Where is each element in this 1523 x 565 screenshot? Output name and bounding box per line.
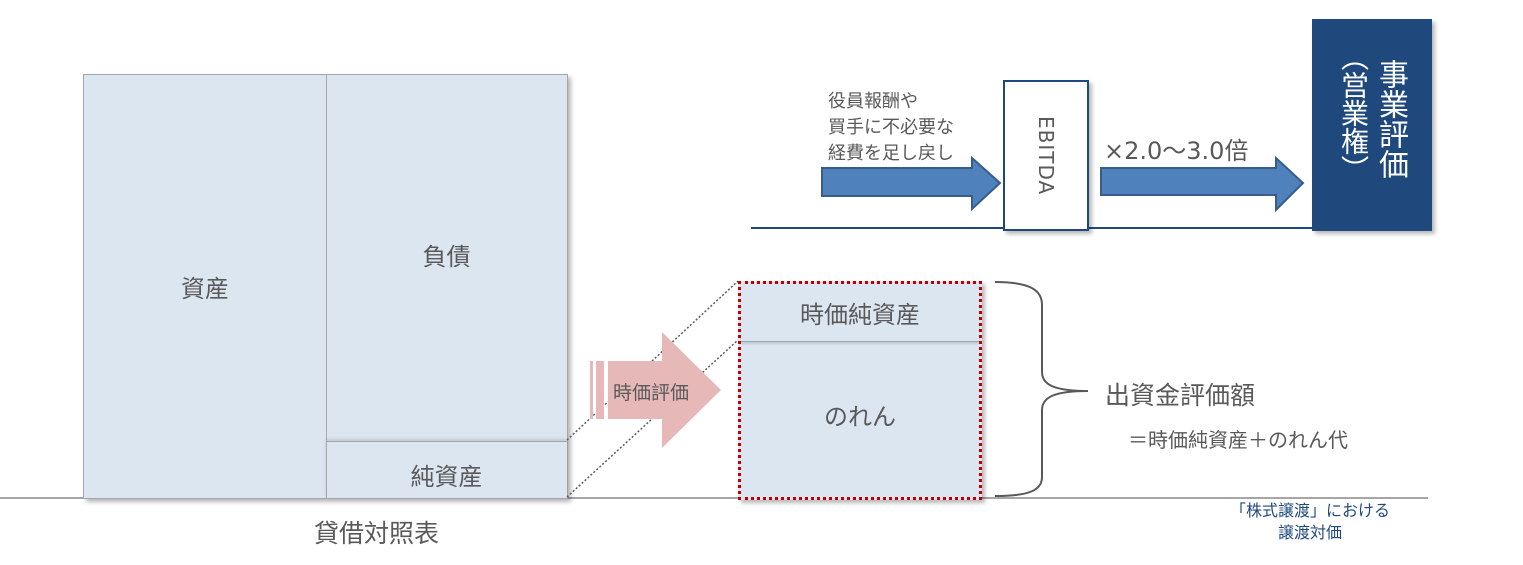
adjustment-text: 役員報酬や 買手に不必要な 経費を足し戻し — [828, 89, 954, 167]
net-assets-block: 純資産 — [326, 441, 567, 499]
balance-sheet: 資産 負債 純資産 — [83, 74, 568, 499]
business-value-box: 事業評価 （営業権） — [1312, 19, 1432, 231]
bottom-baseline — [0, 497, 1428, 499]
assets-block: 資産 — [84, 75, 327, 498]
adjustment-line-2: 買手に不必要な — [828, 117, 954, 138]
goodwill-label: のれん — [824, 403, 896, 431]
valuation-box: 時価純資産 のれん — [738, 281, 982, 500]
revaluation-arrow-icon — [590, 332, 721, 448]
market-net-assets-block: 時価純資産 — [741, 284, 979, 342]
share-transfer-note-line1: 「株式譲渡」における — [1229, 501, 1390, 520]
assets-label: 資産 — [181, 275, 229, 303]
market-net-assets-label: 時価純資産 — [800, 301, 920, 329]
adjustment-line-1: 役員報酬や — [828, 91, 918, 112]
share-transfer-note: 「株式譲渡」における 譲渡対価 — [1205, 500, 1415, 544]
multiple-label: ×2.0〜3.0倍 — [1104, 137, 1249, 165]
right-brace-icon — [994, 281, 1089, 497]
liabilities-block: 負債 — [326, 75, 567, 441]
connector-line-top — [566, 280, 739, 441]
multiple-arrow-icon — [1100, 155, 1305, 213]
adjustment-arrow-icon — [821, 155, 1002, 212]
equity-value-formula: ＝時価純資産＋のれん代 — [1128, 428, 1348, 452]
ebitda-box: EBITDA — [1003, 80, 1089, 231]
business-value-label: 事業評価 — [1373, 59, 1408, 179]
net-assets-label: 純資産 — [410, 463, 483, 491]
ebitda-label-wrap: EBITDA — [1005, 82, 1087, 229]
goodwill-right-label: （営業権） — [1337, 43, 1370, 183]
revaluation-arrow-label: 時価評価 — [613, 382, 690, 404]
share-transfer-note-line2: 譲渡対価 — [1277, 523, 1342, 542]
adjustment-line-3: 経費を足し戻し — [828, 143, 954, 164]
ebitda-label: EBITDA — [1034, 115, 1058, 196]
balance-sheet-caption: 貸借対照表 — [314, 519, 440, 548]
liabilities-label: 負債 — [422, 242, 471, 271]
goodwill-block: のれん — [741, 342, 979, 497]
equity-value-title: 出資金評価額 — [1105, 381, 1256, 410]
